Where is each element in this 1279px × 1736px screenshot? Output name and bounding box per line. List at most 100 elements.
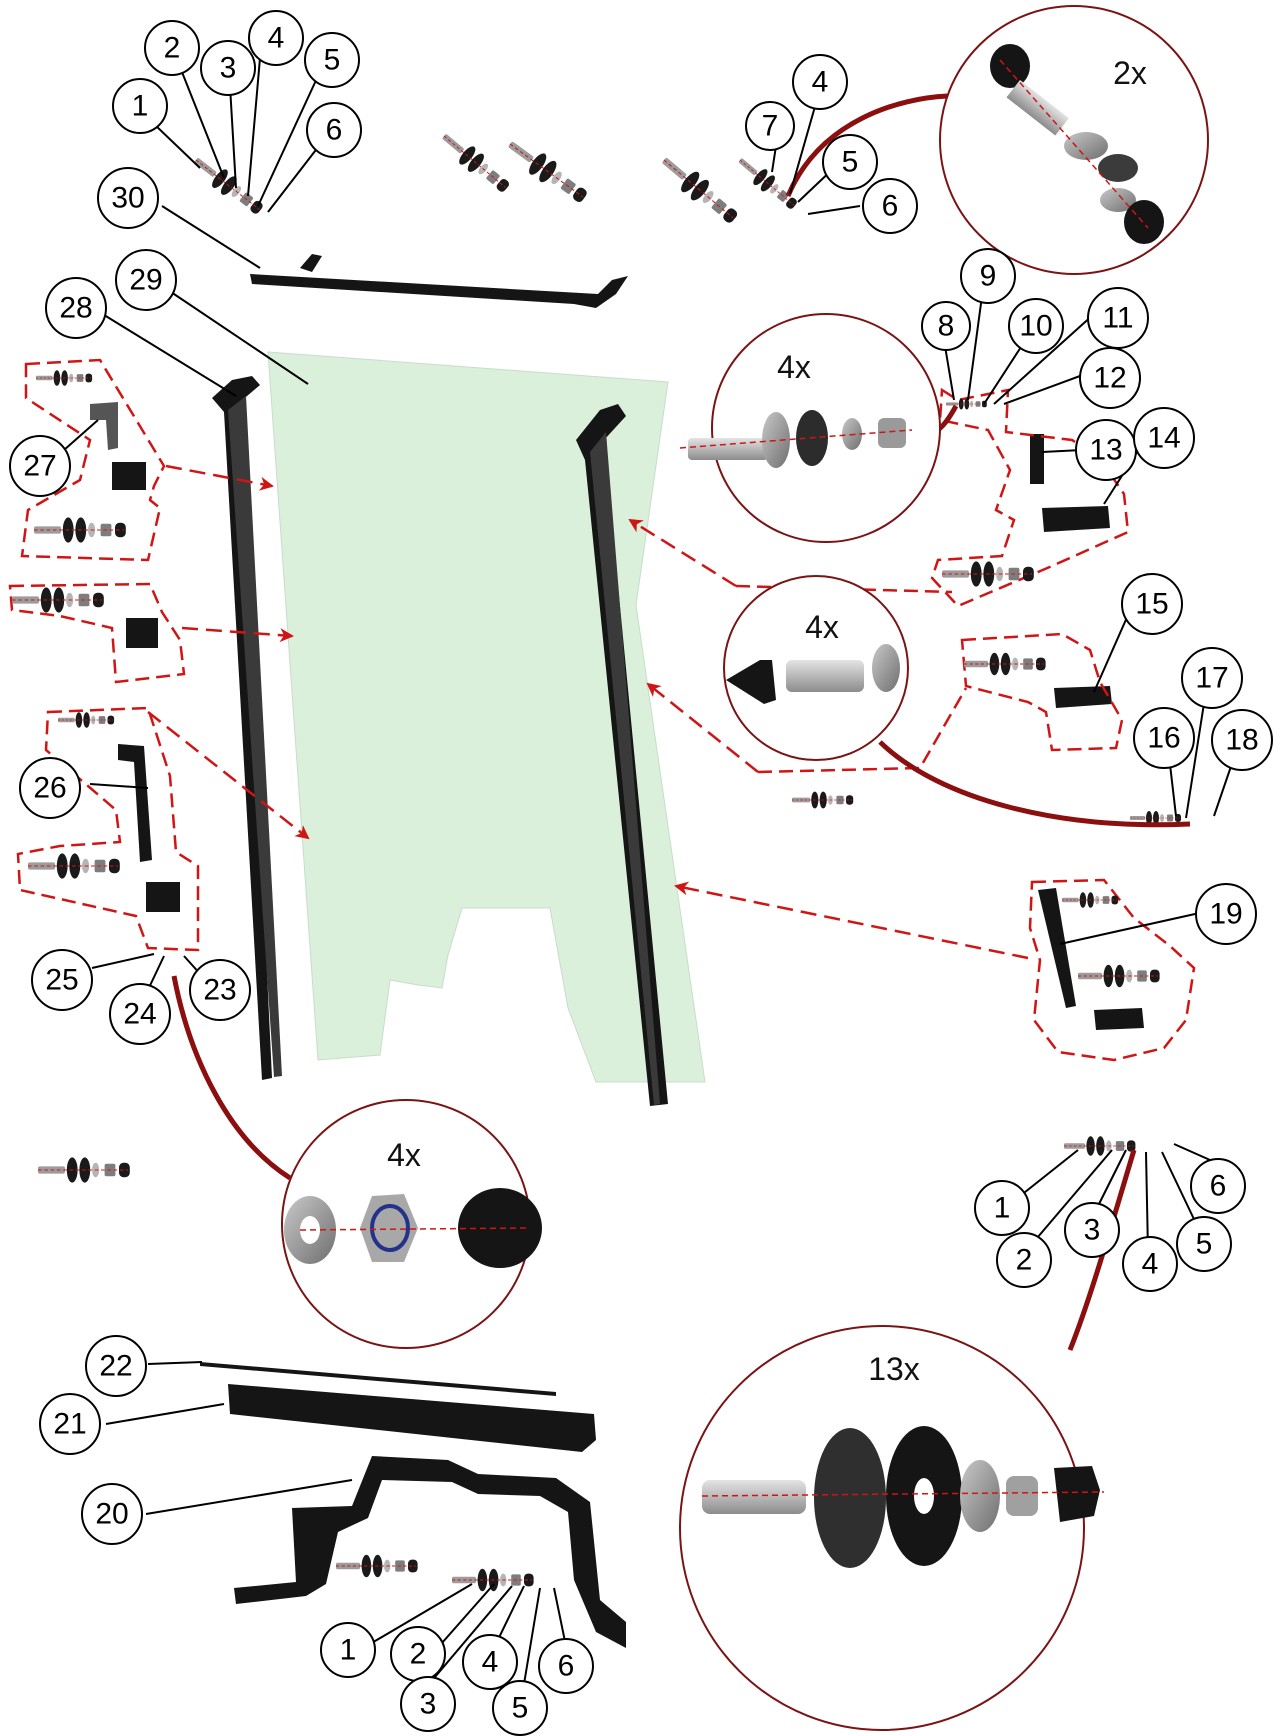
group-outline-upper-left — [20, 358, 166, 562]
svg-text:2: 2 — [1016, 1244, 1033, 1277]
cap-nut-icon — [1023, 566, 1034, 582]
cap-nut-icon — [990, 44, 1030, 88]
hardware-stack — [1130, 811, 1181, 825]
cap-nut-icon — [1111, 895, 1119, 905]
callout-3: 3 — [400, 1676, 456, 1732]
callout-5: 5 — [304, 32, 360, 88]
callout-6: 6 — [862, 178, 918, 234]
callout-2: 2 — [390, 1626, 446, 1682]
nut-icon — [878, 418, 906, 448]
svg-text:4: 4 — [482, 1646, 499, 1679]
zoom-parts-lower-left — [284, 1188, 542, 1268]
cap-nut-icon — [786, 197, 797, 209]
svg-text:15: 15 — [1135, 588, 1168, 621]
callout-group-bottom-center: 1 2 3 4 5 6 — [320, 1622, 594, 1736]
svg-text:4: 4 — [268, 22, 285, 55]
callout-1: 1 — [974, 1180, 1030, 1236]
svg-text:1: 1 — [340, 1634, 357, 1667]
svg-text:3: 3 — [420, 1688, 437, 1721]
callout-25: 25 — [31, 949, 93, 1011]
svg-text:25: 25 — [45, 964, 78, 997]
callout-21: 21 — [39, 1393, 101, 1455]
svg-text:19: 19 — [1209, 898, 1242, 931]
callout-8: 8 — [921, 301, 971, 351]
arrow-lower-right — [674, 881, 1029, 960]
hardware-stack — [336, 1554, 418, 1578]
callout-1: 1 — [112, 78, 168, 134]
hardware-stack — [1062, 892, 1119, 908]
cap-nut-icon — [1036, 657, 1046, 671]
hardware-stack — [1064, 1136, 1136, 1156]
callout-group-left-panel: 29 28 27 26 25 24 23 — [9, 249, 251, 1045]
bolt-icon — [702, 1480, 806, 1514]
callout-group-right-middle: 15 16 17 18 — [1121, 573, 1273, 771]
svg-text:26: 26 — [33, 772, 66, 805]
callout-9: 9 — [960, 248, 1016, 304]
svg-text:5: 5 — [512, 1692, 529, 1725]
svg-text:1: 1 — [994, 1192, 1011, 1225]
svg-text:4x: 4x — [777, 349, 811, 385]
callout-2: 2 — [996, 1232, 1052, 1288]
callout-15: 15 — [1121, 573, 1183, 635]
svg-text:10: 10 — [1019, 310, 1052, 343]
svg-text:23: 23 — [203, 974, 236, 1007]
zoom-arc-bottom-right — [1067, 1149, 1137, 1351]
svg-text:20: 20 — [95, 1498, 128, 1531]
callout-3: 3 — [1064, 1202, 1120, 1258]
bottom-strip — [200, 1362, 556, 1396]
cap-nut-icon — [846, 795, 854, 805]
svg-text:3: 3 — [220, 52, 237, 85]
callout-11: 11 — [1087, 287, 1149, 349]
svg-text:3: 3 — [1084, 1214, 1101, 1247]
svg-text:6: 6 — [1210, 1170, 1227, 1203]
callout-17: 17 — [1181, 647, 1243, 709]
cap-nut-icon — [115, 522, 126, 538]
bottom-frame — [234, 1456, 626, 1648]
washer-icon — [872, 644, 900, 692]
right-rail — [576, 404, 668, 1106]
cap-nut-icon — [1175, 814, 1181, 822]
cap-nut-icon — [1127, 1140, 1136, 1152]
left-rail — [212, 376, 282, 1080]
bracket-27 — [90, 402, 146, 490]
hardware-stack — [58, 712, 115, 728]
callout-4: 4 — [1122, 1236, 1178, 1292]
bracket-15 — [1054, 686, 1112, 708]
cap-nut-icon — [408, 1559, 418, 1573]
callout-5: 5 — [822, 134, 878, 190]
callout-group-bottom-left: 22 21 20 — [39, 1335, 147, 1545]
hardware-stack — [964, 652, 1046, 676]
callout-7: 7 — [745, 101, 795, 151]
hardware-stack — [38, 1157, 130, 1183]
svg-text:16: 16 — [1147, 722, 1180, 755]
svg-text:28: 28 — [59, 292, 92, 325]
svg-text:17: 17 — [1195, 662, 1228, 695]
callout-18: 18 — [1211, 709, 1273, 771]
zoom-qty-upper-right: 4x — [777, 349, 811, 385]
svg-text:5: 5 — [1196, 1228, 1213, 1261]
svg-text:27: 27 — [23, 450, 56, 483]
bolt-icon — [688, 438, 768, 460]
zoom-parts-top-right — [990, 44, 1164, 244]
nut-icon — [1006, 1476, 1038, 1516]
cap-nut-icon — [1150, 969, 1160, 983]
hardware-stack — [662, 157, 738, 223]
hardware-stack — [942, 561, 1034, 587]
svg-text:12: 12 — [1093, 362, 1126, 395]
hardware-stack — [194, 158, 263, 214]
callout-23: 23 — [189, 959, 251, 1021]
hardware-stack — [738, 158, 797, 209]
svg-text:9: 9 — [980, 260, 997, 293]
svg-text:13x: 13x — [868, 1351, 920, 1387]
svg-text:2: 2 — [410, 1638, 427, 1671]
hardware-stack — [34, 517, 126, 543]
callout-1: 1 — [320, 1622, 376, 1678]
washer-icon — [1098, 154, 1138, 182]
svg-text:21: 21 — [53, 1408, 86, 1441]
bolt-icon — [786, 660, 864, 692]
svg-text:8: 8 — [938, 310, 955, 343]
callout-6: 6 — [538, 1638, 594, 1694]
cap-nut-icon — [119, 1162, 130, 1178]
svg-text:6: 6 — [558, 1650, 575, 1683]
cap-nut-icon — [107, 715, 115, 725]
